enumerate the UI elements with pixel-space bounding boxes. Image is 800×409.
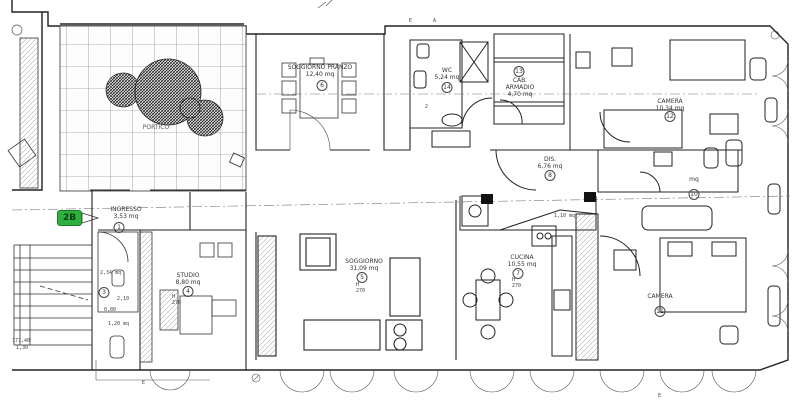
stair-a: 177,40 [12,338,31,344]
terrace-furniture [7,37,246,189]
corridor [490,149,570,191]
elevation-e-left: E [142,380,146,386]
label-cucina: CUCINA 10,55 mq [507,254,537,268]
bedroom-1 [569,34,778,151]
label-pranzo: SOGGIORNO PRANZO 12,40 mq [287,64,353,78]
pranzo-door [289,109,331,151]
label-bagno: mq [689,176,699,183]
label-wc: WC 5,24 mq [434,67,460,81]
num-camera2: 11 [654,306,666,317]
elevation-e-right: E [658,393,662,399]
top-a-mark: A [433,18,437,24]
num-pranzo: 6 [316,80,328,91]
label-portico: PORTICO [142,124,170,131]
top-e-mark: E [409,18,413,24]
wardrobe-room [493,33,565,125]
outer-walls [11,0,789,371]
entry-arrow [81,212,100,224]
dining-table [281,57,357,119]
studio-furniture [139,231,237,363]
dim-210: 2,10 [117,296,130,302]
label-camera1: CAMERA 10,34 mq [655,98,685,112]
label-cab: CAB. ARMADIO 4,70 mq [505,77,535,98]
num-cucina: 7 [512,268,524,279]
stair-b: 1,30 [16,345,29,351]
label-ingresso: INGRESSO 3,53 mq [110,206,142,220]
bedroom-2 [599,183,781,345]
bottom-windows [95,360,757,393]
rip-area: 1,10 mq [554,213,576,219]
plant-hatch [105,58,224,137]
wc-room [409,39,493,148]
num-wc: 14 [441,82,453,93]
pranzo-room [255,34,411,151]
stair [13,244,93,346]
unit-badge: 2B [57,210,82,226]
label-soggiorno: SOGGIORNO 31,09 mq [345,258,383,272]
kitchen [459,195,599,361]
num-ingresso: 1 [113,222,125,233]
right-windows [770,30,789,333]
bathroom-right [597,139,743,231]
small-bath-area: 2,34 mq [100,270,122,276]
num-bagno: 10 [688,189,700,200]
label-dis: DIS. 6,76 mq [537,156,563,170]
label-studio: STUDIO 8,80 mq [175,272,201,286]
num-small-bath: 3 [98,287,110,298]
section-lines [11,93,791,211]
num-dis: 8 [544,170,556,181]
dim-080: 0,80 [104,307,117,313]
top-left-marks [11,0,333,36]
num-camera1: 12 [664,111,676,122]
kitchen-chimneys [481,192,596,204]
num-cab: 13 [513,66,525,77]
corridor-area: 1,20 mq [108,321,130,327]
wc-number-2: 2 [425,104,429,110]
label-camera2: CAMERA [647,293,673,300]
num-studio: 4 [182,286,194,297]
num-soggiorno: 5 [356,272,368,283]
living-room [255,200,457,360]
